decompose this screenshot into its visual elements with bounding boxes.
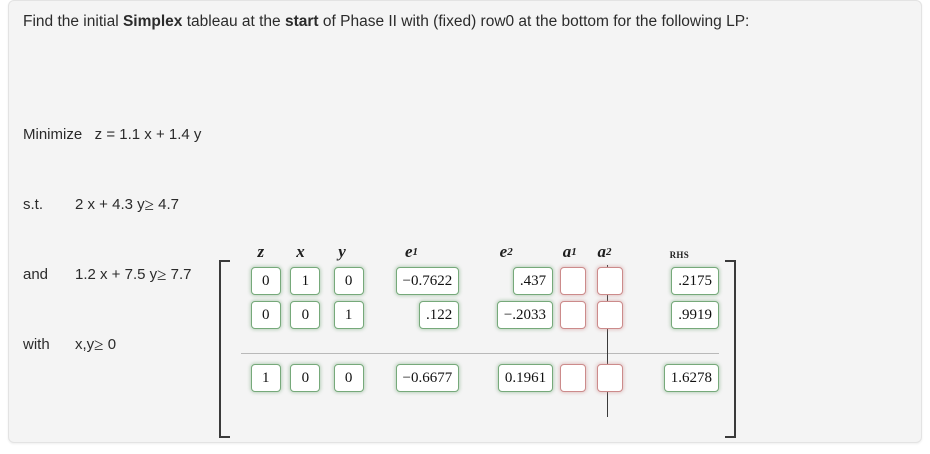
lp-constraint-3-label: with — [23, 336, 50, 353]
prompt-text-3: of Phase II with (fixed) row0 at the bot… — [318, 13, 750, 30]
lp-constraint-2-rel: ≥ — [157, 265, 167, 284]
tableau-cell-row-2-e2: −.2033 — [459, 301, 554, 329]
row-spacer — [241, 332, 719, 361]
tableau-input-row-0-z[interactable]: 1 — [250, 364, 281, 392]
tableau-cell-row-1-e2: .437 — [459, 267, 554, 295]
lp-constraint-3: with x,y≥ 0 — [23, 332, 201, 356]
column-header-subscript: 1 — [412, 246, 418, 258]
prompt-bold-simplex: Simplex — [122, 13, 183, 30]
tableau-cell-row-0-a1 — [553, 364, 587, 392]
tableau-cell-row-0-rhs: 1.6278 — [640, 364, 720, 392]
tableau-input-row-2-z[interactable]: 0 — [250, 301, 281, 329]
lp-constraint-1-rel: ≥ — [144, 195, 154, 214]
column-header-subscript: 1 — [571, 246, 577, 258]
lp-problem: Minimize z = 1.1 x + 1.4 y s.t. 2 x + 4.3… — [23, 77, 201, 402]
lp-constraint-1: s.t. 2 x + 4.3 y≥ 4.7 — [23, 192, 201, 216]
lp-constraint-3-rhs: 0 — [107, 336, 117, 353]
tableau-input-row-1-y[interactable]: 0 — [333, 267, 364, 295]
lp-constraint-2-rhs: 7.7 — [170, 266, 192, 283]
lp-constraint-3-expr: x,y — [75, 336, 95, 353]
matrix-left-bracket — [219, 260, 230, 438]
tableau-cell-row-1-x: 1 — [281, 267, 321, 295]
matrix-right-bracket — [725, 260, 736, 438]
column-header-y: y — [338, 242, 346, 261]
rhs-divider-line — [607, 265, 608, 417]
tableau-cell-row-2-a2 — [586, 301, 623, 329]
tableau-input-row-1-x[interactable]: 1 — [290, 267, 321, 295]
tableau-cell-row-1-e1: −0.7622 — [364, 267, 460, 295]
column-header-rhs: RHS — [669, 250, 690, 260]
column-header-z: z — [257, 242, 265, 261]
question-prompt: Find the initial Simplex tableau at the … — [23, 9, 873, 35]
tableau-input-row-2-e2[interactable]: −.2033 — [496, 301, 554, 329]
tableau-input-row-0-x[interactable]: 0 — [290, 364, 321, 392]
row0-separator-line — [241, 353, 719, 354]
column-header-x: x — [296, 242, 305, 261]
tableau-cell-row-1-rhs: .2175 — [640, 267, 720, 295]
tableau-cell-row-2-y: 1 — [320, 301, 364, 329]
tableau-input-row-0-rhs[interactable]: 1.6278 — [663, 364, 720, 392]
tableau-cell-row-1-a2 — [586, 267, 623, 295]
tableau-cell-row-0-a2 — [586, 364, 623, 392]
prompt-text-1: Find the initial — [23, 13, 123, 30]
tableau-input-row-0-a2[interactable] — [596, 364, 623, 392]
lp-constraint-1-label: s.t. — [23, 196, 44, 213]
lp-constraint-1-rhs: 4.7 — [158, 196, 179, 213]
tableau-input-row-0-e2[interactable]: 0.1961 — [497, 364, 554, 392]
tableau-input-row-0-e1[interactable]: −0.6677 — [395, 364, 460, 392]
question-card: Find the initial Simplex tableau at the … — [8, 0, 922, 443]
tableau-cell-row-0-z: 1 — [241, 364, 281, 392]
tableau-cell-row-0-e2: 0.1961 — [459, 364, 554, 392]
prompt-text-2: tableau at the — [182, 13, 285, 30]
tableau-input-row-2-rhs[interactable]: .9919 — [671, 301, 720, 329]
lp-constraint-3-rel: ≥ — [94, 335, 104, 354]
tableau-input-row-1-e2[interactable]: .437 — [512, 267, 554, 295]
tableau-cell-row-2-a1 — [553, 301, 587, 329]
tableau-input-row-1-e1[interactable]: −0.7622 — [395, 267, 460, 295]
tableau-input-row-1-a2[interactable] — [596, 267, 623, 295]
tableau-cell-row-1-a1 — [553, 267, 587, 295]
tableau-input-row-2-a1[interactable] — [560, 301, 587, 329]
tableau-input-row-2-x[interactable]: 0 — [290, 301, 321, 329]
tableau-input-row-1-z[interactable]: 0 — [250, 267, 281, 295]
tableau-cell-row-1-z: 0 — [241, 267, 281, 295]
column-header-subscript: 2 — [605, 246, 612, 258]
tableau-input-row-2-e1[interactable]: .122 — [419, 301, 460, 329]
lp-constraint-2: and 1.2 x + 7.5 y≥ 7.7 — [23, 262, 201, 286]
tableau-input-row-0-y[interactable]: 0 — [333, 364, 364, 392]
tableau-cell-row-1-y: 0 — [320, 267, 364, 295]
lp-constraint-2-label: and — [23, 266, 49, 283]
lp-objective: Minimize z = 1.1 x + 1.4 y — [23, 126, 202, 143]
column-header-subscript: 2 — [507, 246, 513, 258]
tableau-input-row-2-a2[interactable] — [596, 301, 623, 329]
lp-constraint-1-expr: 2 x + 4.3 y — [75, 196, 145, 213]
tableau-cell-row-2-x: 0 — [281, 301, 321, 329]
tableau-cell-row-2-rhs: .9919 — [640, 301, 720, 329]
tableau-cell-row-2-z: 0 — [241, 301, 281, 329]
tableau-cell-row-2-e1: .122 — [364, 301, 460, 329]
tableau-cell-row-0-y: 0 — [320, 364, 364, 392]
tableau-cell-row-0-x: 0 — [281, 364, 321, 392]
tableau-input-row-0-a1[interactable] — [560, 364, 587, 392]
tableau-input-row-1-a1[interactable] — [560, 267, 587, 295]
tableau-input-row-1-rhs[interactable]: .2175 — [671, 267, 720, 295]
lp-constraint-2-expr: 1.2 x + 7.5 y — [75, 266, 158, 283]
prompt-bold-start: start — [284, 13, 319, 30]
tableau-input-row-2-y[interactable]: 1 — [333, 301, 364, 329]
tableau-cell-row-0-e1: −0.6677 — [364, 364, 460, 392]
